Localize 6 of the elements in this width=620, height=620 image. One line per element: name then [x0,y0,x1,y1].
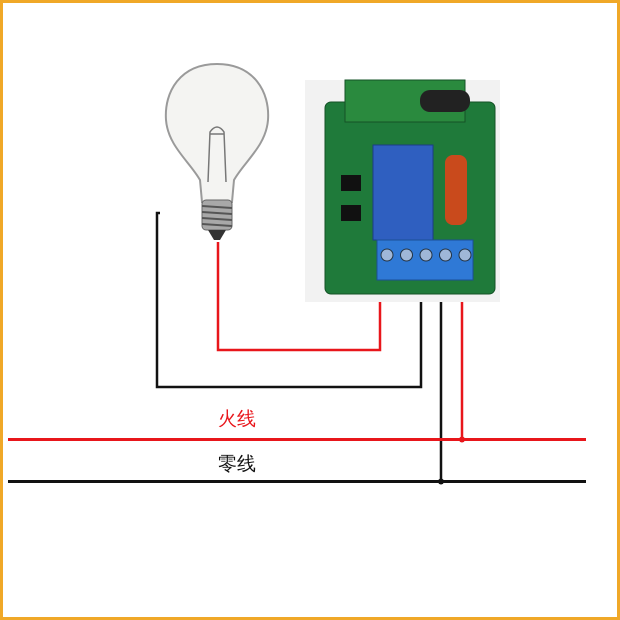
wire [216,242,382,352]
wire-label: 火线 [218,408,256,430]
wire [438,302,444,484]
wire-label: 零线 [218,453,256,475]
wire [459,302,465,442]
wire [156,212,422,388]
